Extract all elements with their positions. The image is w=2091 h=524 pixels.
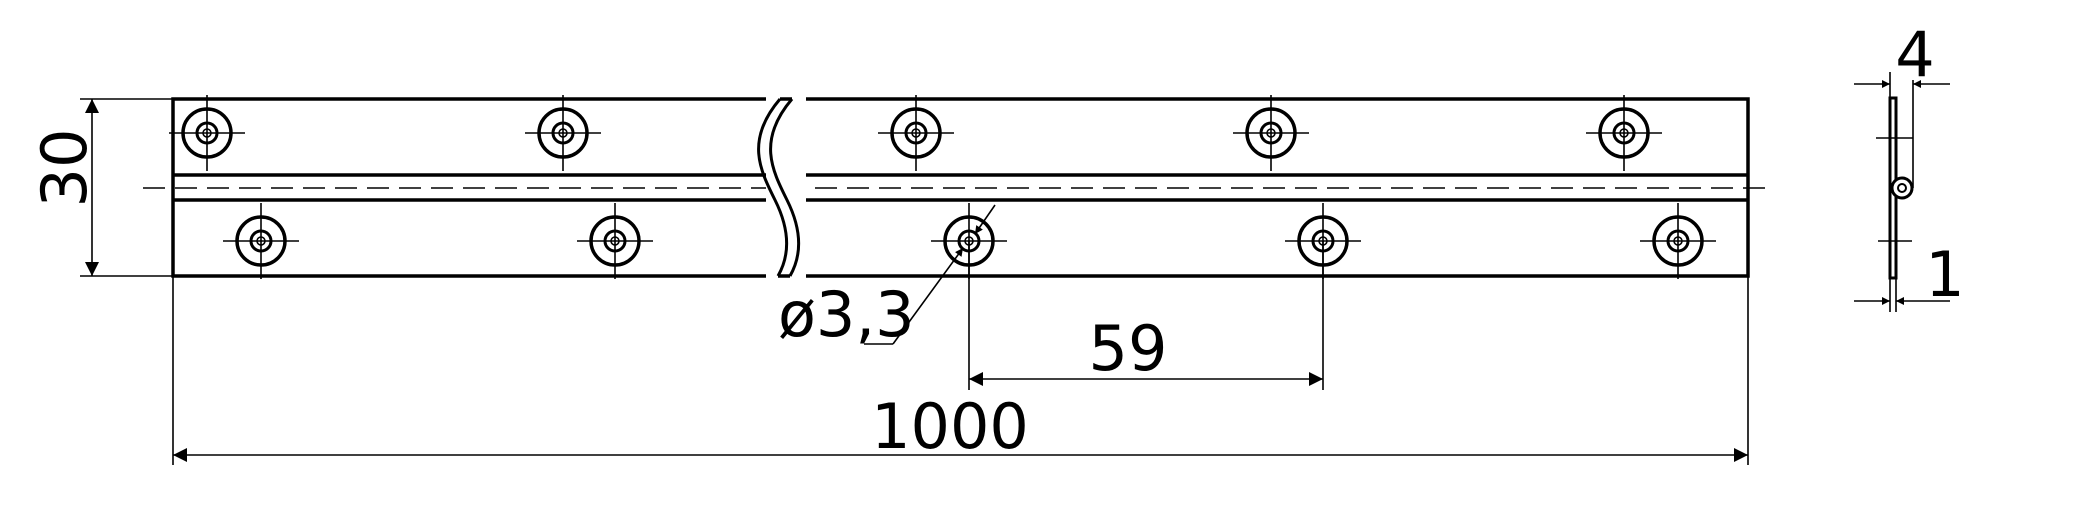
- hole-bottom: [577, 203, 653, 279]
- dim-pitch: 59: [968, 241, 1324, 390]
- hole-diameter-label: ø3,3: [778, 278, 915, 351]
- dim-width: 30: [28, 98, 173, 277]
- dim-length: 1000: [172, 276, 1749, 465]
- length-label: 1000: [871, 390, 1029, 463]
- hole-top: [878, 95, 954, 171]
- hole-top: [525, 95, 601, 171]
- hole-bottom: [223, 203, 299, 279]
- side-view: 4 1: [1854, 18, 1965, 312]
- break-line-right: [769, 98, 801, 277]
- open-thickness-label: 4: [1895, 18, 1934, 91]
- holes: [169, 95, 1716, 279]
- hole-bottom: [1640, 203, 1716, 279]
- hole-top: [1233, 95, 1309, 171]
- dim-hole-diameter: ø3,3: [778, 204, 996, 351]
- plate-thickness-label: 1: [1925, 238, 1964, 311]
- width-label: 30: [28, 129, 101, 208]
- front-view: [143, 95, 1775, 279]
- break-line-left: [757, 98, 789, 277]
- hole-top: [169, 95, 245, 171]
- pitch-label: 59: [1089, 312, 1168, 385]
- hole-top: [1586, 95, 1662, 171]
